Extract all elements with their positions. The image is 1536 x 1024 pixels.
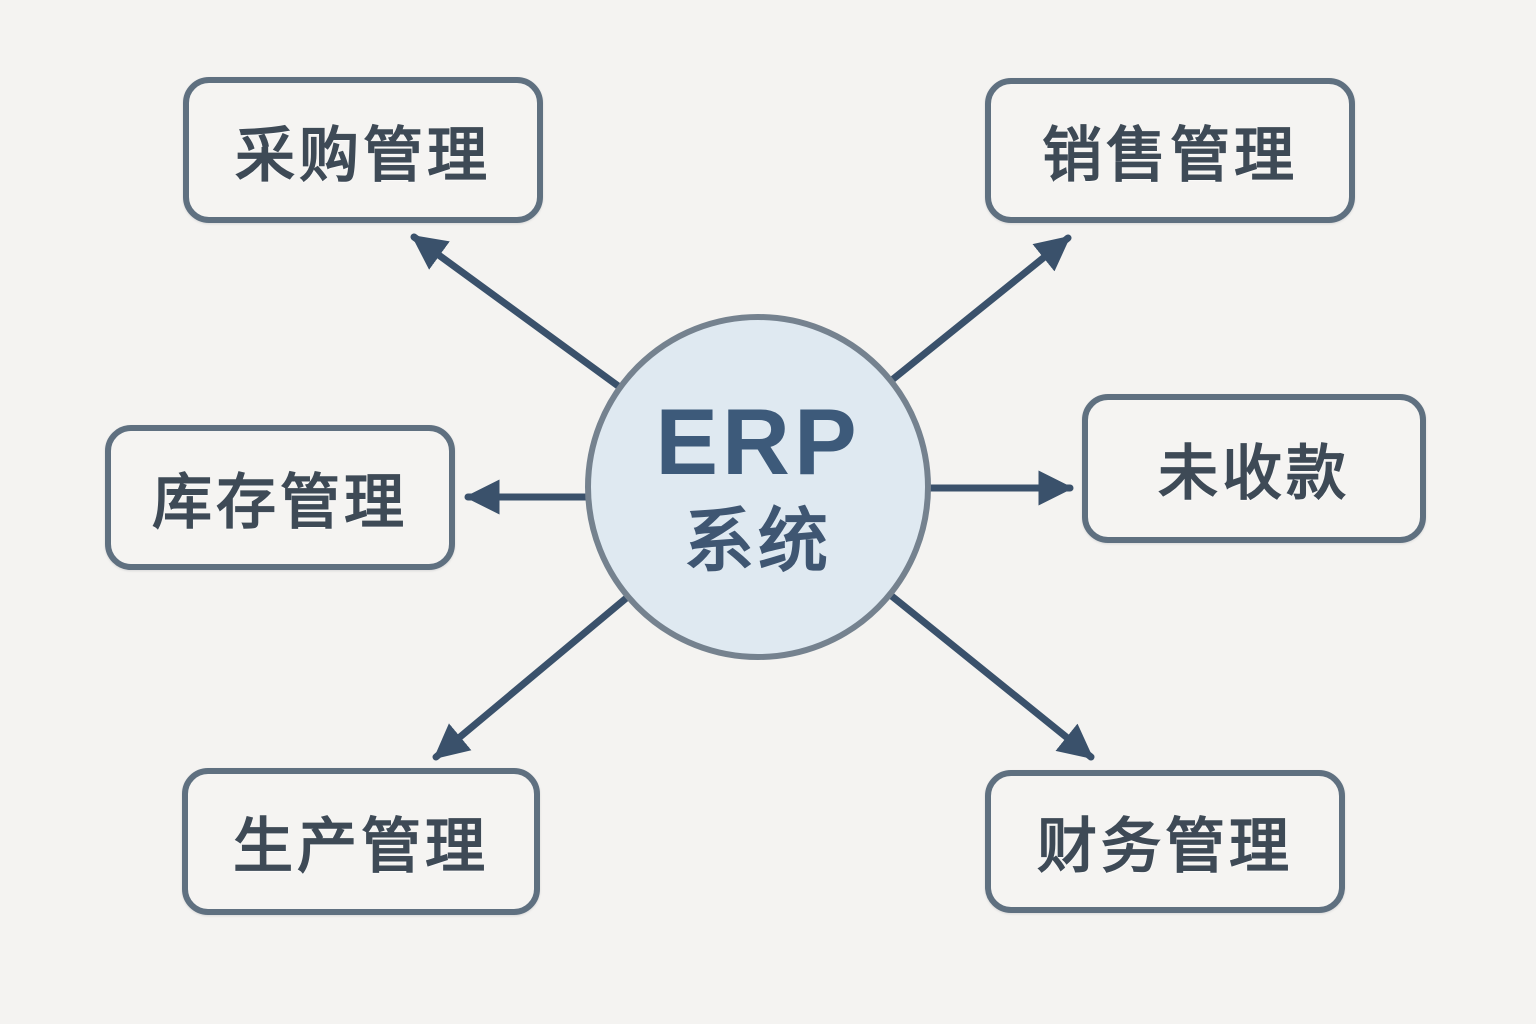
center-node-erp-system: ERP 系统 <box>585 314 931 660</box>
node-label: 采购管理 <box>235 121 491 189</box>
center-node-subtitle: 系统 <box>684 501 832 580</box>
node-sales-management: 销售管理 <box>985 78 1355 223</box>
node-label: 财务管理 <box>1037 813 1293 880</box>
node-label: 生产管理 <box>233 813 489 880</box>
node-inventory-management: 库存管理 <box>105 425 455 570</box>
node-label: 未收款 <box>1158 440 1350 507</box>
node-label: 销售管理 <box>1042 122 1298 189</box>
node-financial-management: 财务管理 <box>985 770 1345 913</box>
node-purchase-management: 采购管理 <box>183 77 543 223</box>
center-node-title: ERP <box>655 388 861 494</box>
node-outstanding-receivables: 未收款 <box>1082 394 1426 543</box>
node-label: 库存管理 <box>152 469 408 536</box>
node-production-management: 生产管理 <box>182 768 540 915</box>
